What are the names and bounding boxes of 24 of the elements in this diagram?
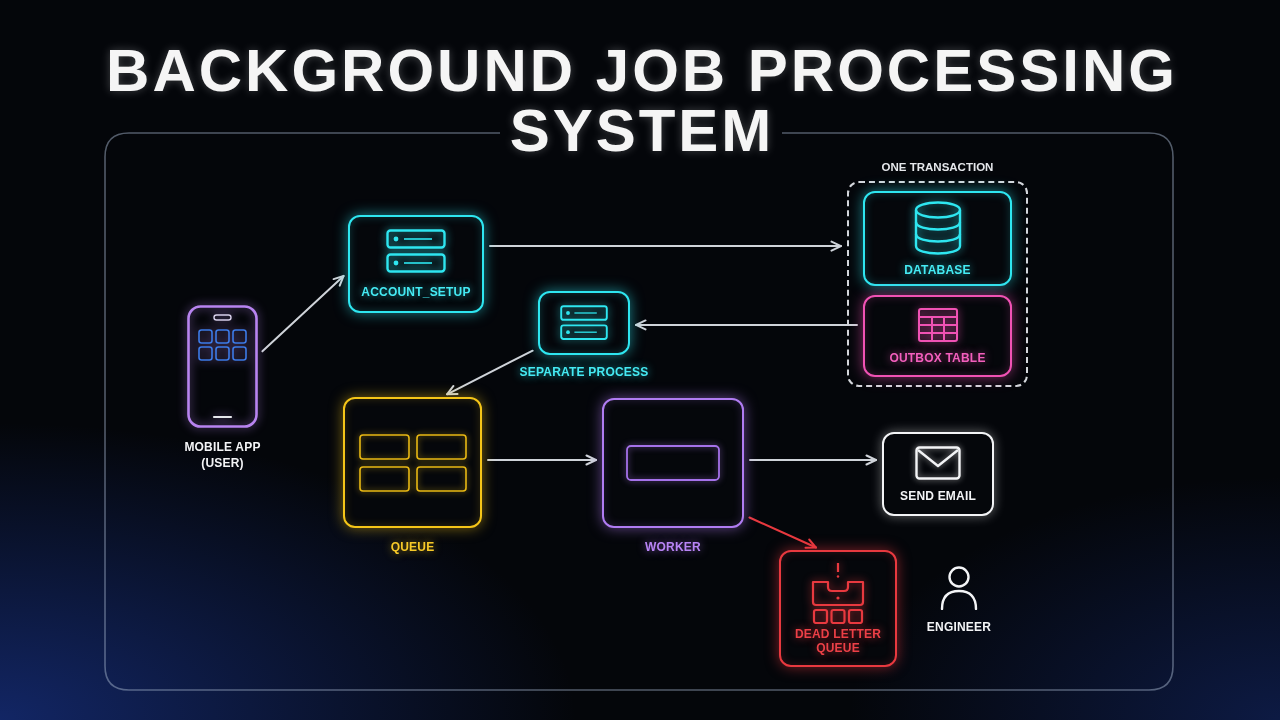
arrow <box>635 319 858 331</box>
node-label: OUTBOX TABLE <box>889 350 986 365</box>
node-label: DEAD LETTER QUEUE <box>793 627 883 655</box>
node-label: QUEUE <box>390 539 435 555</box>
node-label: ACCOUNT_SETUP <box>361 285 471 299</box>
title: BACKGROUND JOB PROCESSING SYSTEM <box>105 41 1179 161</box>
node-label: ENGINEER <box>926 619 992 635</box>
node-label: SEPARATE PROCESS <box>519 364 649 380</box>
arrow <box>261 274 345 353</box>
database-box <box>863 191 1012 286</box>
node-label: DATABASE <box>904 262 971 277</box>
node-label: MOBILE APP (USER) <box>183 439 262 471</box>
arrow <box>749 454 877 466</box>
arrow <box>487 454 597 466</box>
service-box <box>348 215 484 313</box>
arrow <box>489 240 842 252</box>
arrow <box>748 516 817 549</box>
node-label: SEND EMAIL <box>900 488 976 503</box>
arrow <box>446 349 534 396</box>
node-label: WORKER <box>645 539 701 555</box>
dead-letter-box <box>779 550 897 667</box>
node-label: ONE TRANSACTION <box>880 160 995 174</box>
table-box <box>863 295 1012 377</box>
email-box <box>882 432 994 516</box>
